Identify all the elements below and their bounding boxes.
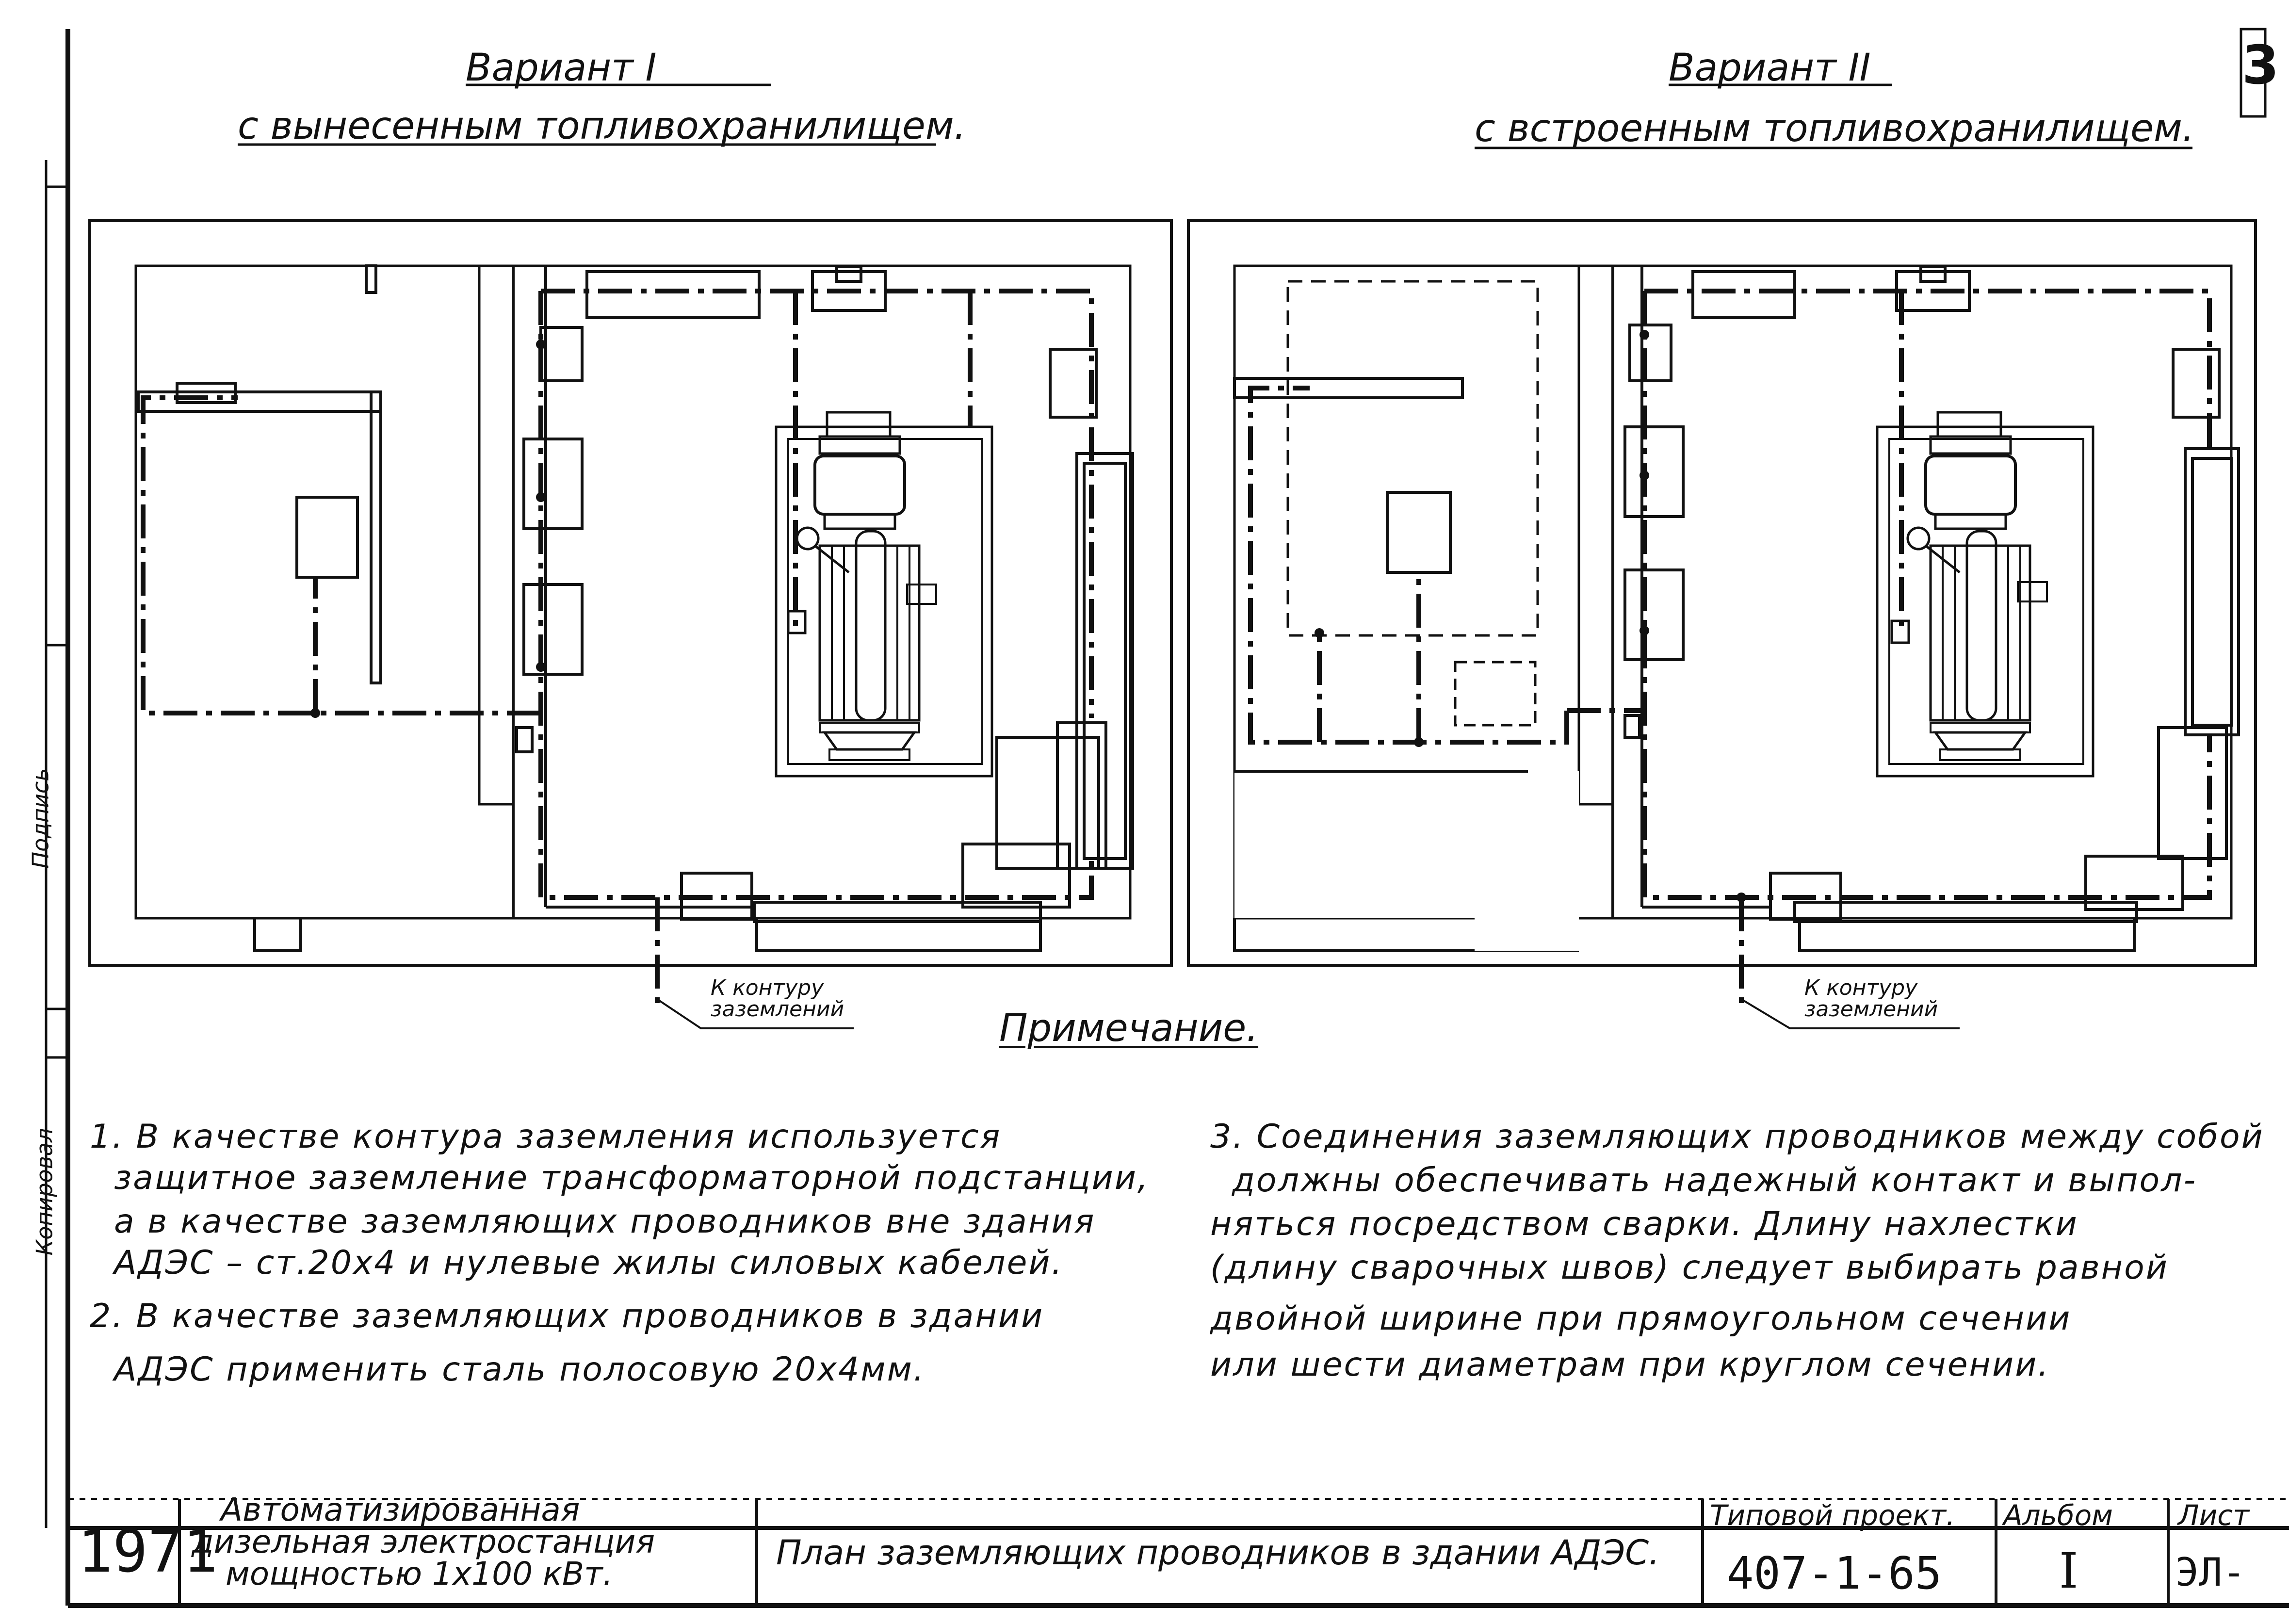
variant1-title: Вариант I [466,46,657,90]
project-name-line3: мощностью 1х100 кВт. [226,1555,613,1592]
note-line: 2. В качестве заземляющих проводников в … [90,1297,1044,1335]
v2-ground-branch-tank [1248,386,1569,745]
v1-ground-loop-label-line2: заземлений [711,997,844,1022]
project-name-line1: Автоматизированная [221,1491,580,1528]
note-line: а в качестве заземляющих проводников вне… [114,1202,1096,1241]
note-line: АДЭС – ст.20х4 и нулевые жилы силовых ка… [114,1244,1064,1282]
typical-project-label: Типовой проект. [1710,1499,1955,1532]
note-line: 3. Соединения заземляющих проводников ме… [1210,1118,2264,1156]
corner-mark: 3 [2242,34,2279,96]
margin-stamp-copied: Копировал [31,1128,58,1256]
ground-junctions [310,330,1746,902]
note-line: двойной ширине при прямоугольном сечении [1210,1299,2072,1338]
v2-ground-loop-top [1644,289,2212,449]
v1-ground-loop-label: К контуру заземлений [711,977,844,1020]
note-line: защитное заземление трансформаторной под… [114,1159,1150,1197]
note-line: 1. В качестве контура заземления использ… [90,1118,1002,1156]
notes-heading: Примечание. [999,1007,1259,1050]
v1-leader [656,998,854,1029]
variant1-subtitle: с вынесенным топливохранилищем. [238,104,966,148]
v1-ground-loop-main [538,291,1094,900]
margin-stamp-signature: Подпись [27,768,54,869]
title-block-sheet-title: План заземляющих проводников в здании АД… [776,1533,1660,1573]
v2-ground-loop-label-line2: заземлений [1804,997,1938,1022]
album-label: Альбом [2003,1499,2113,1532]
left-margin-strip [45,160,68,1528]
variant1-plan [88,219,1173,967]
v1-ground-branch-tank [141,395,541,715]
typical-project-value: 407-1-65 [1727,1547,1942,1599]
title-block-project-name: Автоматизированная дизельная электростан… [192,1494,655,1590]
sheet-value: ЭЛ- [2175,1550,2246,1595]
v2-leader [1740,998,1960,1029]
variant2-plan [1187,219,2257,967]
v2-ground-loop-main [1642,291,2212,900]
note-line: (длину сварочных швов) следует выбирать … [1210,1249,2169,1287]
project-name-line2: дизельная электростанция [192,1523,655,1560]
album-value: I [2059,1543,2078,1599]
corner-mark-box [2240,28,2267,118]
sheet-frame [65,29,2289,1608]
v2-ground-loop-label: К контуру заземлений [1804,977,1938,1020]
note-line: няться посредством сварки. Длину нахлест… [1210,1205,2078,1243]
variant2-title: Вариант II [1669,46,1871,90]
sheet-label: Лист [2178,1499,2249,1532]
grounding-conductors [141,289,2212,1009]
v1-ground-loop-top [541,289,1094,718]
note-line: АДЭС применить сталь полосовую 20х4мм. [114,1350,925,1389]
title-block-grid [68,1498,2289,1606]
note-line: или шести диаметрам при круглом сечении. [1210,1346,2050,1384]
v2-ground-loop-label-line1: К контуру [1804,975,1918,1000]
variant2-subtitle: с встроенным топливохранилищем. [1475,107,2194,150]
title-block-year: 1971 [78,1518,218,1586]
v1-ground-loop-label-line1: К контуру [711,975,824,1000]
note-line: должны обеспечивать надежный контакт и в… [1232,1161,2197,1200]
